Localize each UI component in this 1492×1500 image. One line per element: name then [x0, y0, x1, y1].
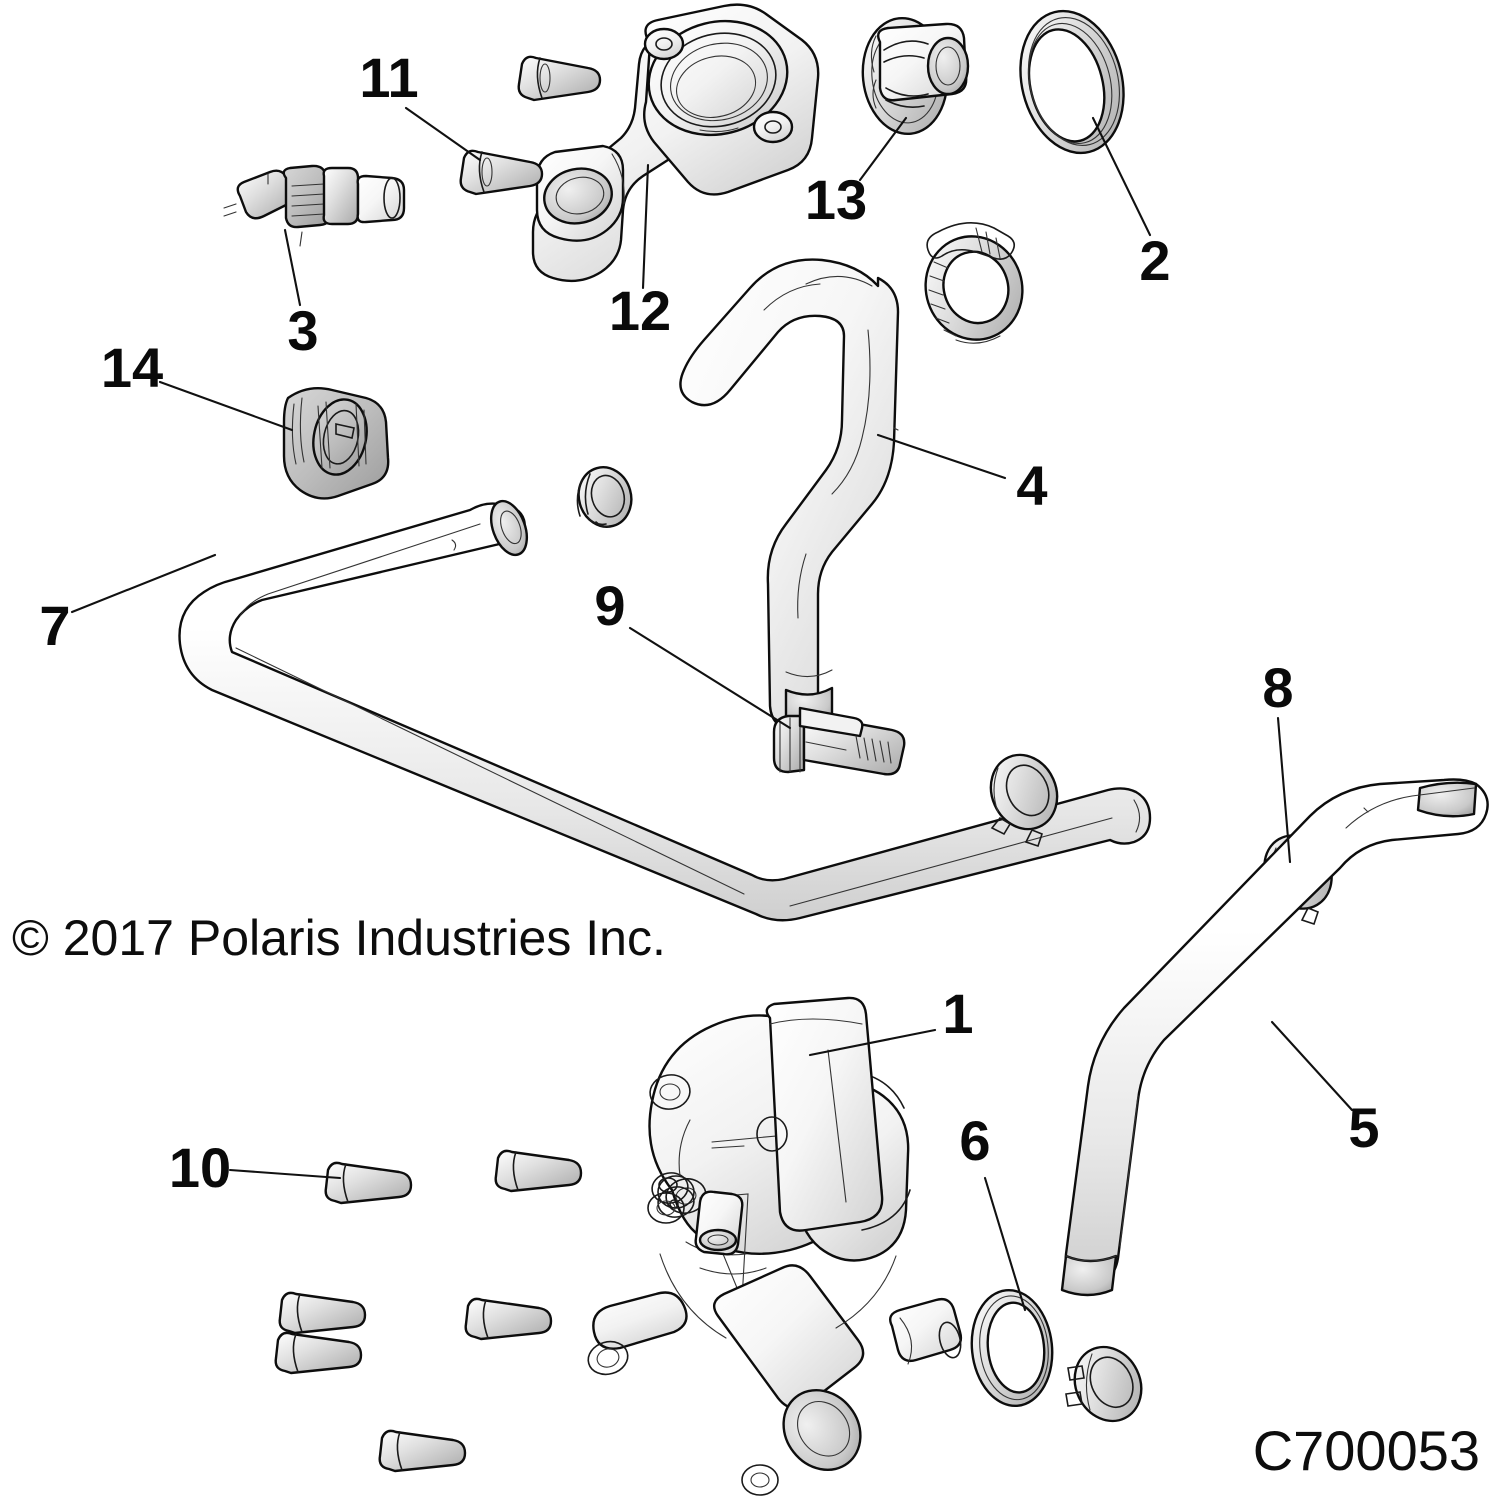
part-clamp-spring-mid: [989, 753, 1059, 848]
leader-12: [641, 163, 650, 290]
callout-14: 14: [101, 336, 163, 399]
leader-2: [1091, 116, 1152, 237]
leader-8: [1276, 716, 1292, 864]
leader-4: [876, 433, 1007, 480]
leader-7: [70, 553, 217, 614]
callout-5: 5: [1348, 1096, 1379, 1159]
bolt-e: [464, 1297, 553, 1341]
part-hose-long-bypass: [178, 499, 1152, 922]
callout-12: 12: [609, 279, 671, 342]
leader-10: [228, 1168, 342, 1180]
part-clamp-worm-upper: [924, 222, 1024, 344]
part-thermostat-housing: [531, 3, 820, 283]
part-hose-bypass-upper: [679, 258, 900, 730]
callout-9: 9: [594, 574, 625, 637]
part-clamp-band-14: [282, 387, 390, 500]
leader-13: [858, 116, 908, 182]
part-bolt-flange-10-group: [274, 1149, 583, 1473]
part-hose-lower-radiator: [1060, 778, 1489, 1297]
leader-5: [1270, 1020, 1354, 1112]
callout-7: 7: [39, 594, 70, 657]
bolt-b: [494, 1149, 583, 1193]
part-clamp-worm-9: [772, 706, 906, 776]
bolt-a: [324, 1161, 413, 1205]
leader-9: [628, 626, 792, 730]
callout-4: 4: [1016, 454, 1047, 517]
callout-13: 13: [805, 168, 867, 231]
copyright-notice: © 2017 Polaris Industries Inc.: [12, 910, 666, 966]
part-temperature-sensor: [223, 164, 406, 247]
leader-11: [404, 106, 482, 162]
bolt-d: [274, 1331, 363, 1375]
diagram-part-number: C700053: [1253, 1419, 1480, 1482]
leader-6: [983, 1176, 1027, 1312]
callout-11: 11: [359, 46, 418, 109]
bolt-c: [278, 1291, 367, 1335]
leader-1: [808, 1028, 937, 1057]
part-seal-o-ring-thermostat: [1019, 9, 1125, 155]
part-clamp-spring-small: [576, 466, 633, 528]
part-seal-o-ring-water-pump: [970, 1288, 1054, 1408]
callout-8: 8: [1262, 656, 1293, 719]
part-bolt-flange-11-lower: [459, 149, 544, 196]
leader-14: [158, 380, 294, 432]
bolt-f: [378, 1429, 467, 1473]
callout-3: 3: [287, 299, 318, 362]
part-bolt-flange-11-upper: [517, 55, 602, 102]
part-thermostat: [861, 16, 970, 136]
leader-lines: [70, 106, 1354, 1312]
callout-numbers: 1 2 3 4 5 6 7 8 9 10 11 12 13 14: [39, 46, 1379, 1199]
part-water-pump-assembly: [587, 996, 963, 1496]
callout-2: 2: [1139, 229, 1170, 292]
part-clamp-spring-lower: [1065, 1345, 1143, 1423]
callout-10: 10: [169, 1136, 231, 1199]
callout-6: 6: [959, 1109, 990, 1172]
leader-3: [283, 228, 302, 307]
callout-1: 1: [942, 982, 973, 1045]
